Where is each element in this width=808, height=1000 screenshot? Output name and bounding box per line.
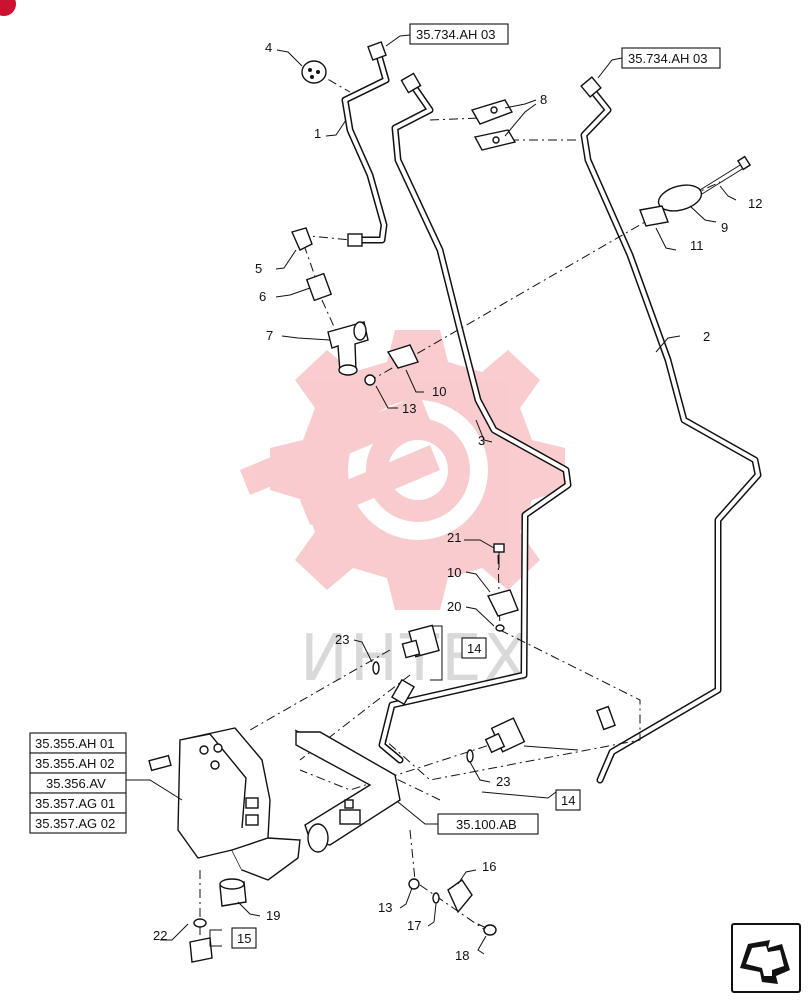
boxed-callout-15: 15	[231, 927, 257, 949]
ref-box-top-left[interactable]: 35.734.AH 03	[409, 23, 509, 45]
ref-valve-3[interactable]: 35.356.AV	[29, 772, 127, 794]
boxed-callout-14-top: 14	[461, 637, 487, 659]
callout-7: 7	[266, 328, 273, 343]
watermark-gear-logo	[240, 330, 565, 610]
block-11	[639, 205, 669, 227]
fitting-14-top	[401, 624, 440, 659]
arrow-to-page-icon[interactable]	[731, 923, 801, 993]
callout-13-top: 13	[402, 401, 416, 416]
bracket-14-bottom-top	[523, 745, 579, 751]
callout-2: 2	[703, 329, 710, 344]
callout-6: 6	[259, 289, 266, 304]
callout-4: 4	[265, 40, 272, 55]
callout-11: 11	[690, 238, 704, 253]
svg-text:35.357.AG 01: 35.357.AG 01	[35, 796, 115, 811]
ref-valve-5[interactable]: 35.357.AG 02	[29, 812, 127, 834]
elbow-fitting-5	[291, 227, 313, 251]
callout-22: 22	[153, 928, 167, 943]
mounting-bracket	[295, 731, 401, 853]
callout-16: 16	[482, 859, 496, 874]
plug-19	[219, 878, 247, 907]
callout-12: 12	[748, 196, 762, 211]
callout-17: 17	[407, 918, 421, 933]
grommet-4	[301, 60, 327, 84]
pipe-3	[378, 72, 572, 764]
svg-text:14: 14	[467, 641, 481, 656]
fitting-14-bottom	[484, 717, 526, 754]
washer-17	[432, 892, 440, 904]
plate-9	[657, 184, 703, 212]
ref-table-valve: 35.355.AH 01 35.355.AH 02 35.356.AV 35.3…	[29, 732, 127, 834]
svg-text:35.734.AH 03: 35.734.AH 03	[628, 51, 708, 66]
callout-19: 19	[266, 908, 280, 923]
control-valve-body	[148, 727, 301, 881]
nut-13-top	[364, 374, 376, 386]
callout-1: 1	[314, 126, 321, 141]
washer-20	[495, 624, 505, 632]
clamp-10-top	[386, 344, 419, 369]
screw-18	[477, 923, 497, 936]
ref-valve-1[interactable]: 35.355.AH 01	[29, 732, 127, 754]
svg-text:35.355.AH 01: 35.355.AH 01	[35, 736, 115, 751]
bracket-14-bottom	[481, 791, 557, 799]
callout-23-top: 23	[335, 632, 349, 647]
clamp-half-8	[470, 99, 517, 151]
clip-16	[447, 879, 473, 914]
svg-text:15: 15	[237, 931, 251, 946]
pipe-2	[580, 76, 762, 784]
pipe-1	[341, 41, 390, 247]
callout-3: 3	[478, 433, 485, 448]
callout-8: 8	[540, 92, 547, 107]
callout-21: 21	[447, 530, 461, 545]
ref-box-bracket[interactable]: 35.100.AB	[437, 813, 539, 835]
svg-text:35.357.AG 02: 35.357.AG 02	[35, 816, 115, 831]
svg-text:35.734.AH 03: 35.734.AH 03	[416, 27, 496, 42]
ref-box-top-right[interactable]: 35.734.AH 03	[621, 47, 721, 69]
svg-text:35.355.AH 02: 35.355.AH 02	[35, 756, 115, 771]
boxed-callout-14-bottom: 14	[555, 789, 581, 811]
callout-9: 9	[721, 220, 728, 235]
callout-23-bottom: 23	[496, 774, 510, 789]
bolt-12	[699, 155, 752, 195]
bracket-14-top	[430, 625, 443, 681]
svg-text:35.356.AV: 35.356.AV	[46, 776, 106, 791]
tee-fitting-7	[327, 321, 369, 376]
adapter-6	[305, 272, 333, 302]
o-ring-23-top	[372, 661, 380, 675]
ref-valve-4[interactable]: 35.357.AG 01	[29, 792, 127, 814]
ref-valve-2[interactable]: 35.355.AH 02	[29, 752, 127, 774]
o-ring-23-bottom	[466, 749, 474, 763]
callout-18: 18	[455, 948, 469, 963]
callout-10-bottom: 10	[447, 565, 461, 580]
nut-13-bottom	[408, 878, 420, 890]
plug-15	[189, 937, 213, 963]
clamp-10-bottom	[486, 589, 519, 617]
callout-5: 5	[255, 261, 262, 276]
bracket-15	[209, 929, 222, 947]
corner-badge	[0, 0, 16, 16]
callout-10-top: 10	[432, 384, 446, 399]
callout-20: 20	[447, 599, 461, 614]
svg-text:35.100.AB: 35.100.AB	[456, 817, 517, 832]
svg-text:14: 14	[561, 793, 575, 808]
leader-lines	[126, 34, 737, 955]
callout-13-bottom: 13	[378, 900, 392, 915]
washer-22	[193, 918, 207, 928]
